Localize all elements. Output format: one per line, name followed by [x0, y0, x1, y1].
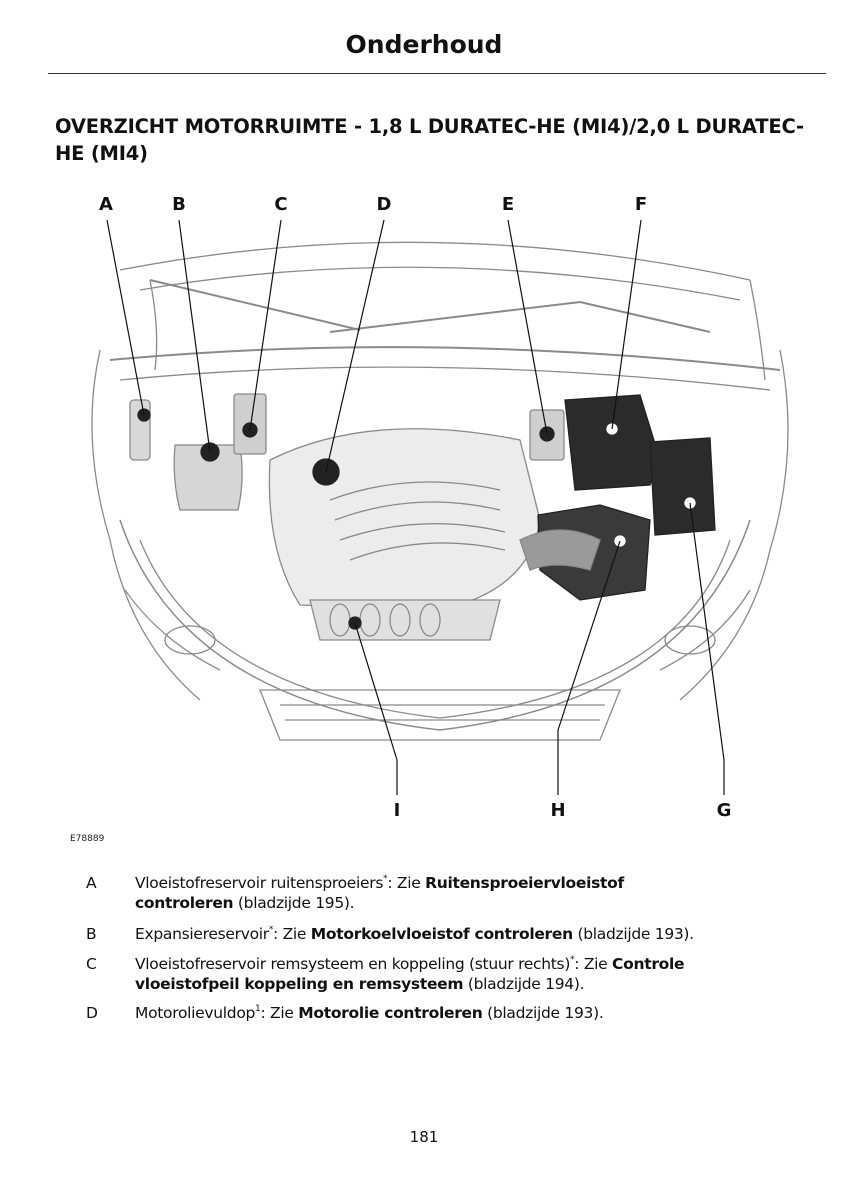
page-reference: (bladzijde 193). [482, 1004, 604, 1022]
legend-item-text: Expansiereservoir [135, 925, 269, 943]
legend-text: Expansiereservoir*: Zie Motorkoelvloeist… [135, 924, 835, 944]
callout-letter-b: B [172, 194, 186, 215]
legend-letter: D [86, 1004, 98, 1022]
cross-reference-link[interactable]: controleren [135, 894, 234, 912]
callout-letter-i: I [393, 800, 401, 821]
callout-letter-a: A [99, 194, 113, 215]
callout-letter-g: G [716, 800, 732, 821]
footnote-mark: * [268, 925, 274, 935]
legend-text: Motorolievuldop1: Zie Motorolie controle… [135, 1003, 835, 1023]
page-reference: (bladzijde 193). [572, 925, 694, 943]
page-header-title: Onderhoud [345, 30, 503, 59]
callout-letter-h: H [550, 800, 566, 821]
callout-letter-e: E [501, 194, 515, 215]
cross-reference-link[interactable]: Controle [612, 955, 685, 973]
engine-bay-figure: A B C D E F I H G [60, 190, 800, 830]
legend-text: Vloeistofreservoir remsysteem en koppeli… [135, 954, 835, 994]
callout-letter-d: D [376, 194, 392, 215]
legend-letter: A [86, 874, 97, 892]
footnote-mark: * [383, 874, 388, 884]
legend-see-text: : Zie [574, 955, 613, 973]
cross-reference-link[interactable]: Motorkoelvloeistof controleren [310, 925, 573, 943]
legend-see-text: : Zie [273, 925, 311, 943]
legend-letter: B [86, 925, 97, 943]
cross-reference-link[interactable]: vloeistofpeil koppeling en remsysteem [135, 975, 464, 993]
page-reference: (bladzijde 195). [233, 894, 355, 912]
callout-letter-c: C [274, 194, 288, 215]
legend-see-text: : Zie [260, 1004, 299, 1022]
callout-letter-f: F [634, 194, 648, 215]
legend-letter: C [86, 955, 97, 973]
legend-item-text: Motorolievuldop [135, 1004, 256, 1022]
section-title: OVERZICHT MOTORRUIMTE - 1,8 L DURATEC-HE… [55, 115, 804, 165]
legend-item-text: Vloeistofreservoir remsysteem en koppeli… [135, 955, 571, 973]
footnote-mark: 1 [255, 1004, 261, 1014]
footnote-mark: * [570, 955, 575, 965]
legend-text: Vloeistofreservoir ruitensproeiers*: Zie… [135, 873, 835, 913]
page-reference: (bladzijde 194). [463, 975, 585, 993]
cross-reference-link[interactable]: Motorolie controleren [298, 1004, 483, 1022]
header-divider [48, 73, 826, 74]
cross-reference-link[interactable]: Ruitensproeiervloeistof [425, 874, 624, 892]
page-number: 181 [409, 1128, 439, 1146]
legend-see-text: : Zie [387, 874, 426, 892]
engine-bay-illustration [91, 220, 789, 795]
figure-code: E78889 [70, 834, 105, 844]
legend-item-text: Vloeistofreservoir ruitensproeiers [135, 874, 384, 892]
